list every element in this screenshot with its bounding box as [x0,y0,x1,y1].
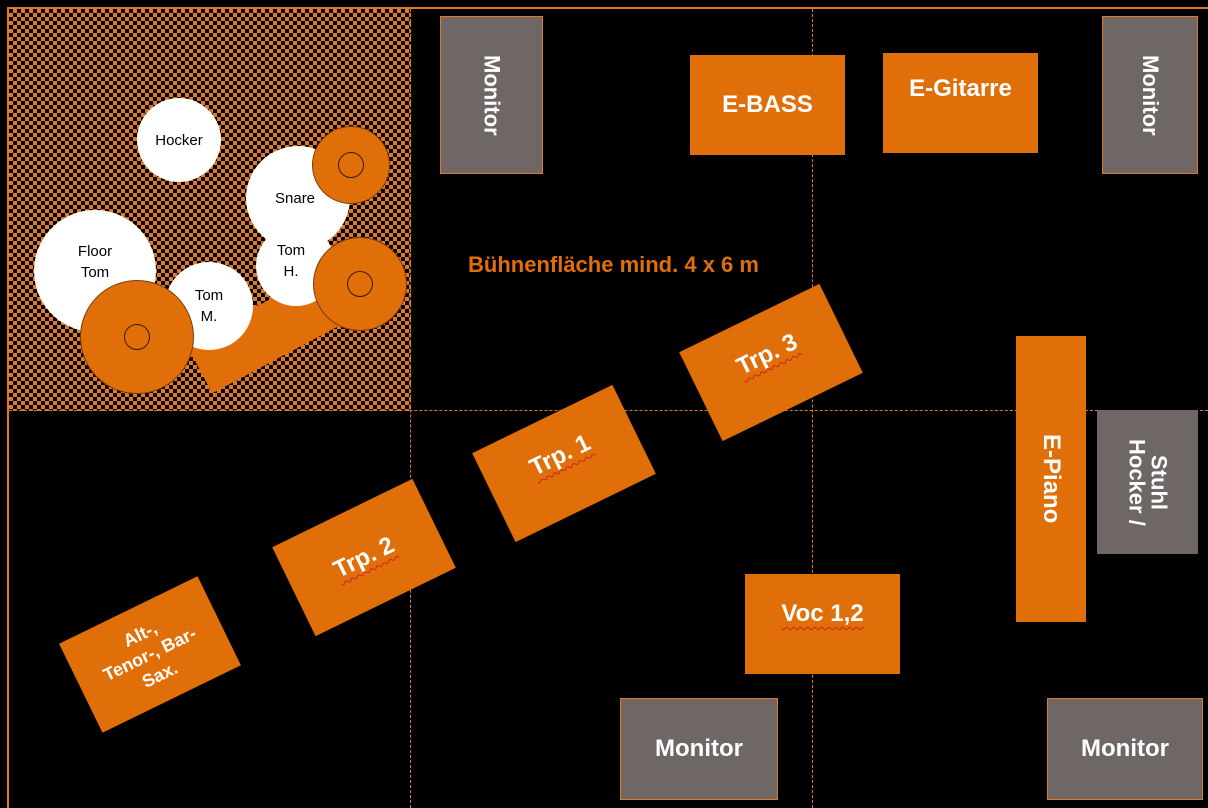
grid-divider-vertical-1 [410,9,411,808]
guitar-amp: E-Gitarre [883,53,1038,153]
piano-chair: Hocker / Stuhl [1097,410,1198,554]
monitor-top-right: Monitor [1102,16,1198,174]
snare-cymbal [312,126,390,204]
stage-size-caption: Bühnenfläche mind. 4 x 6 m [468,252,759,277]
piano-chair-label-1: Hocker / [1124,438,1150,526]
stage-border [7,7,1208,808]
floor-cymbal [80,280,194,394]
piano-chair-label-2: Stuhl [1146,454,1172,510]
e-piano: E-Piano [1016,336,1086,622]
vocals: Voc 1,2 [745,574,900,674]
bass-amp: E-BASS [690,55,845,155]
monitor-bottom-center: Monitor [620,698,778,800]
grid-divider-vertical-2 [812,9,813,808]
monitor-bottom-right: Monitor [1047,698,1203,800]
high-cymbal [313,237,407,331]
drum-stool: Hocker [137,98,221,182]
monitor-top-left: Monitor [440,16,543,174]
